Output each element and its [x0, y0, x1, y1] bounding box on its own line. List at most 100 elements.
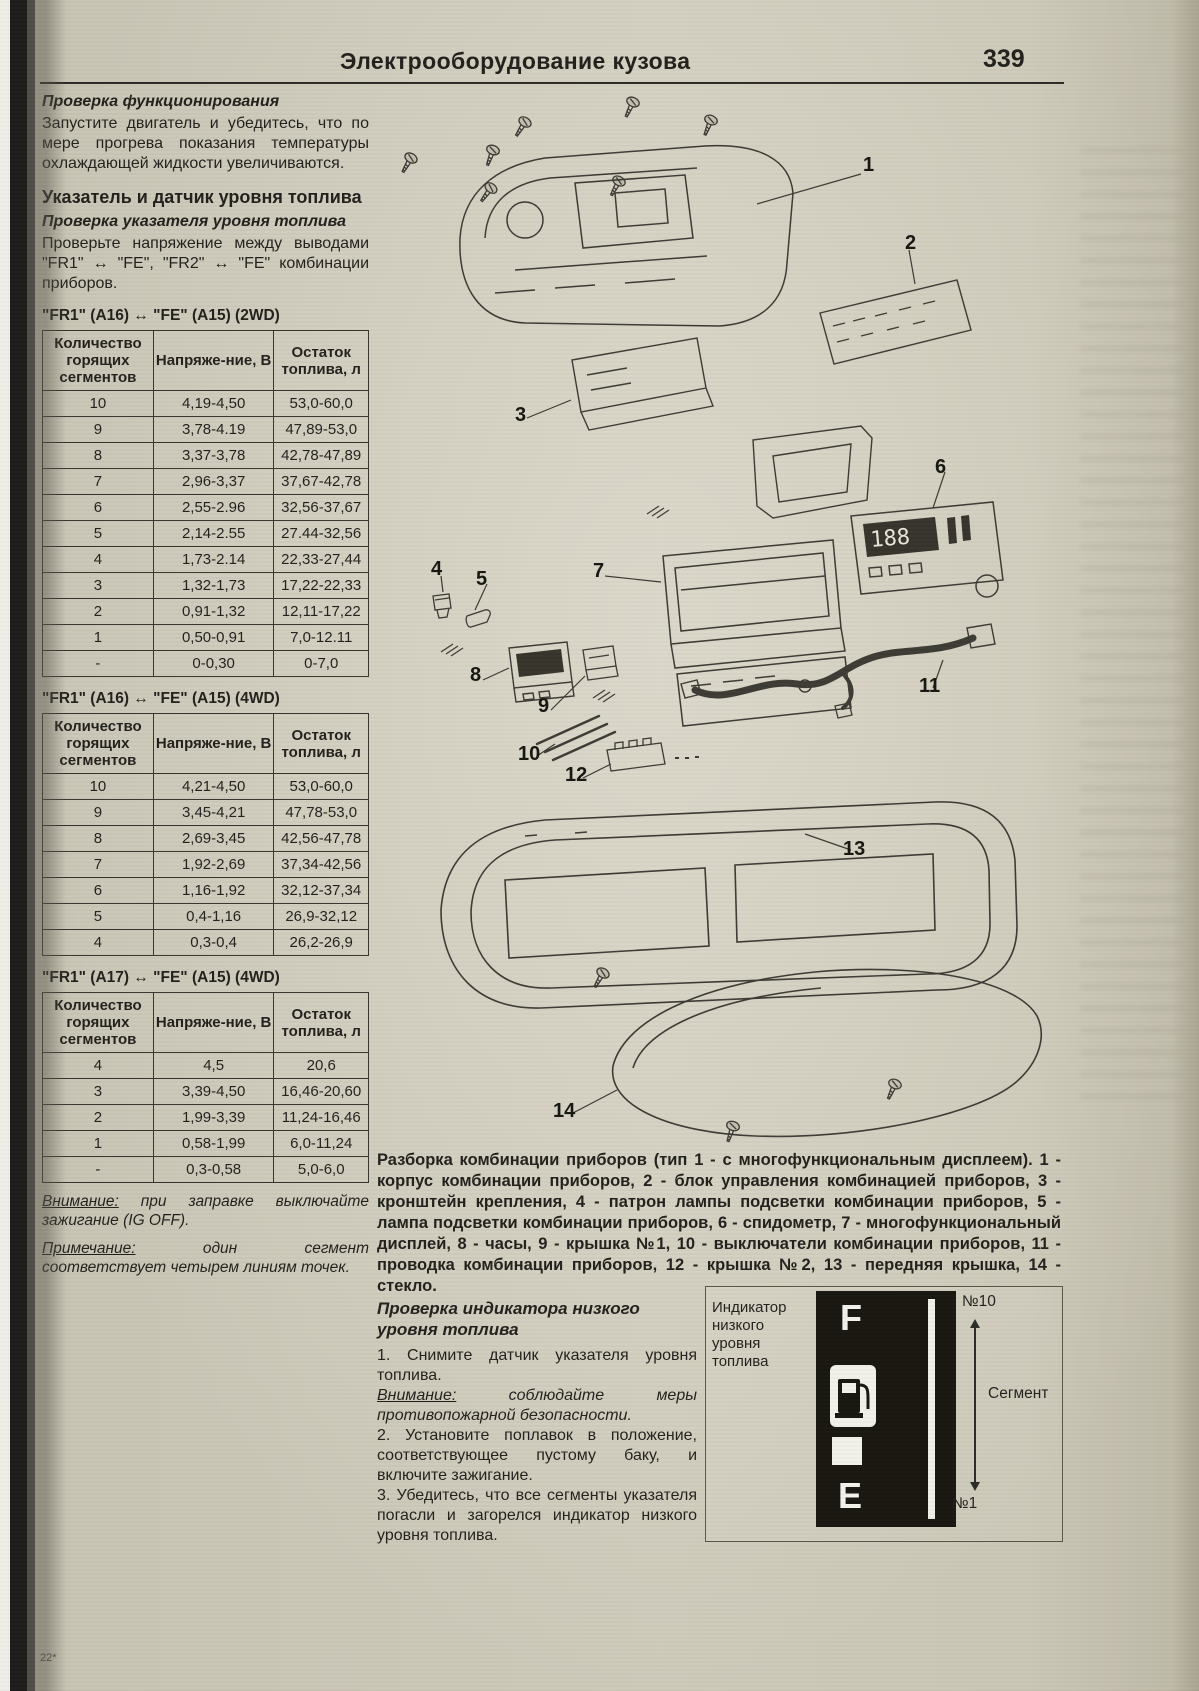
- segment-label: Сегмент: [988, 1385, 1049, 1402]
- callout-3: 3: [515, 404, 527, 426]
- callout-11: 11: [919, 675, 941, 697]
- gauge-indicator-cell: [832, 1437, 862, 1465]
- table-cell: 6,0-11,24: [273, 1130, 369, 1157]
- table-cell: 4,21-4,50: [152, 773, 275, 800]
- table-header-cell: Остаток топлива, л: [273, 713, 369, 774]
- callout-5: 5: [476, 568, 488, 590]
- fuel-gauge-display: F E: [816, 1291, 956, 1527]
- table-cell: 2,14-2.55: [152, 520, 275, 547]
- lamp-socket: [432, 593, 452, 619]
- right-column: 188: [375, 88, 1063, 1658]
- table-cell: 53,0-60,0: [273, 390, 369, 417]
- table-cell: 3: [42, 572, 154, 599]
- table-cell: 4,19-4,50: [152, 390, 275, 417]
- table-cell: 5: [42, 520, 154, 547]
- hatch-mark: [646, 505, 670, 519]
- table-cell: -: [42, 1156, 154, 1183]
- table-cell: 4: [42, 546, 154, 573]
- table-cell: 1,92-2,69: [152, 851, 275, 878]
- warning-label: Внимание:: [42, 1193, 119, 1210]
- table-header-cell: Количество горящих сегментов: [42, 992, 154, 1053]
- page-title: Электрооборудование кузова: [340, 48, 691, 74]
- table-cell: 3,39-4,50: [152, 1078, 275, 1105]
- table-header-cell: Количество горящих сегментов: [42, 330, 154, 391]
- display-stand-frame: [752, 425, 873, 519]
- table-cell: 0,91-1,32: [152, 598, 275, 625]
- page-number: 339: [983, 45, 1025, 73]
- table-cell: 2: [42, 1104, 154, 1131]
- table-cell: 32,12-37,34: [273, 877, 369, 904]
- table-cell: 42,56-47,78: [273, 825, 369, 852]
- table-cell: 1,99-3,39: [152, 1104, 275, 1131]
- table-cell: 0,4-1,16: [152, 903, 275, 930]
- table-cell: 4: [42, 1052, 154, 1079]
- hatch-mark: [592, 689, 616, 703]
- table-cell: 20,6: [273, 1052, 369, 1079]
- table-cell: 0,3-0,4: [152, 929, 275, 956]
- table-title-2wd: "FR1" (A16) ↔ "FE" (A15) (2WD): [42, 307, 280, 324]
- remark-label: Примечание:: [42, 1240, 136, 1257]
- low-fuel-warning: Внимание: соблюдайте меры противопожарно…: [377, 1386, 697, 1426]
- table-cell: 12,11-17,22: [273, 598, 369, 625]
- table-header-cell: Остаток топлива, л: [273, 992, 369, 1053]
- table-cell: 3,45-4,21: [152, 799, 275, 826]
- table-title-4wd-a17: "FR1" (A17) ↔ "FE" (A15) (4WD): [42, 969, 280, 986]
- table-cell: 27.44-32,56: [273, 520, 369, 547]
- table-title-4wd-a16: "FR1" (A16) ↔ "FE" (A15) (4WD): [42, 690, 280, 707]
- callout-8: 8: [470, 664, 482, 686]
- table-cell: 5,0-6,0: [273, 1156, 369, 1183]
- callout-9: 9: [538, 695, 550, 717]
- wiring-harness: [680, 623, 996, 719]
- callout-14: 14: [553, 1100, 576, 1122]
- left-column: Проверка функционирования Запустите двиг…: [42, 92, 369, 1277]
- segment-bar: [928, 1299, 935, 1519]
- low-fuel-section: Проверка индикатора низкого уровня топли…: [377, 1286, 1063, 1558]
- glass-lens: [612, 756, 1042, 1138]
- intro-heading: Проверка функционирования: [42, 93, 280, 110]
- warning-text: при заправке выключайте зажигание (IG OF…: [42, 1193, 369, 1229]
- table-cell: 3,78-4.19: [152, 416, 275, 443]
- page-bleedthrough: [1080, 140, 1184, 1100]
- clock: [508, 641, 575, 703]
- table-cell: 3: [42, 1078, 154, 1105]
- switch-rods: [535, 714, 617, 762]
- header-rule: [40, 82, 1064, 84]
- gauge-full-letter: F: [840, 1297, 862, 1338]
- table-header-cell: Напряже-ние, В: [152, 992, 275, 1053]
- table-header-cell: Остаток топлива, л: [273, 330, 369, 391]
- table-cell: 0-7,0: [273, 650, 369, 677]
- table-cell: 37,67-42,78: [273, 468, 369, 495]
- table-cell: 0,50-0,91: [152, 624, 275, 651]
- callout-10: 10: [518, 743, 541, 765]
- speedometer-display-reading: 188: [869, 525, 911, 553]
- table-cell: 2: [42, 598, 154, 625]
- table-cell: 26,9-32,12: [273, 903, 369, 930]
- callout-leader-lines: [440, 173, 946, 1115]
- gauge-empty-letter: E: [838, 1475, 863, 1516]
- table-header-cell: Напряже-ние, В: [152, 330, 275, 391]
- screw-icon: [396, 94, 904, 1143]
- low-fuel-indicator-label: Индикатор низкого уровня топлива: [712, 1299, 787, 1370]
- table-cell: 9: [42, 799, 154, 826]
- table-cell: 47,78-53,0: [273, 799, 369, 826]
- table-cell: 10: [42, 773, 154, 800]
- table-header-cell: Количество горящих сегментов: [42, 713, 154, 774]
- intro-paragraph: Запустите двигатель и убедитесь, что по …: [42, 115, 369, 172]
- diagram-caption: Разборка комбинации приборов (тип 1 - с …: [377, 1151, 1061, 1295]
- table-cell: 11,24-16,46: [273, 1104, 369, 1131]
